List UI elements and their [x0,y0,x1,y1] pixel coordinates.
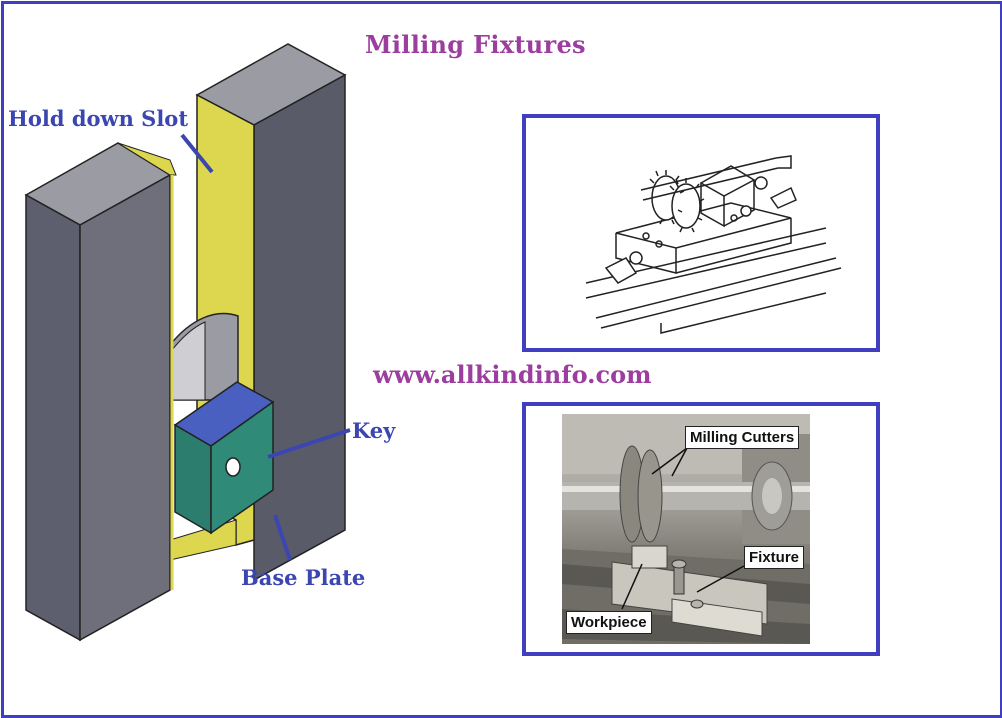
right-block-side [253,73,346,582]
base-plate-leader [273,514,292,561]
fixture-photo-panel: Milling Cutters Fixture Workpiece [522,402,880,656]
website-text: www.allkindinfo.com [373,360,652,389]
curved-cradle-inner [171,321,206,401]
milling-cutters-callout: Milling Cutters [685,426,800,449]
key-leader [267,428,351,459]
key-hole [225,457,241,477]
photo-illustration [562,414,810,644]
key-side [210,400,274,535]
fixture-line-drawing [585,155,842,334]
left-block-side [79,173,171,642]
hold-down-slot-label: Hold down Slot [8,106,189,131]
hold-down-slot-leader [180,133,214,174]
key-label: Key [352,418,396,443]
fixture-photo: Milling Cutters Fixture Workpiece [562,414,810,644]
slot-edge-left [117,142,177,176]
left-block-front [25,193,81,642]
fixture-callout: Fixture [744,546,805,569]
workpiece-callout: Workpiece [566,611,652,634]
base-plate-label: Base Plate [241,565,366,590]
page-title: Milling Fixtures [365,30,586,59]
fixture-line-drawing-panel [522,114,880,352]
